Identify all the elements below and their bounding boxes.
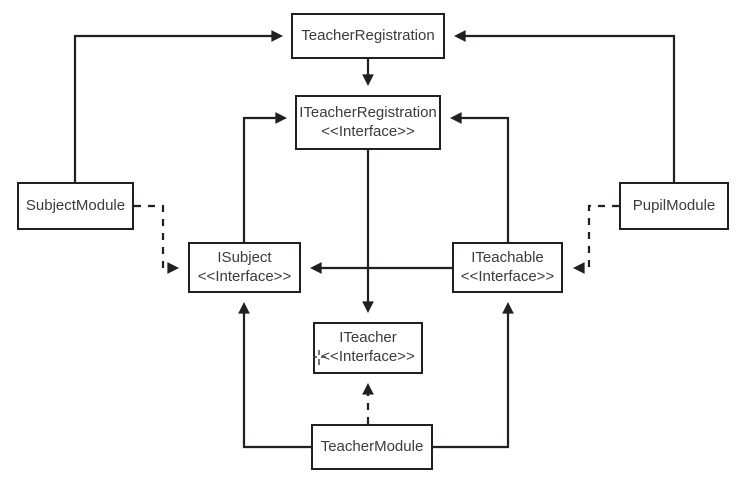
arrowhead-subject-module-to-isubject [167,262,179,274]
arrowhead-iteachable-to-iteacher-registration [450,112,462,124]
edge-path-pupil-module-to-teacher-registration [464,34,676,182]
node-stereotype-isubject: <<Interface>> [197,267,292,285]
node-subject-module[interactable]: SubjectModule [17,182,134,230]
node-label-iteachable: ITeachable [471,248,544,266]
arrowhead-teacher-module-to-iteachable [502,302,514,314]
edge-iteachable-to-isubject [310,262,452,274]
edge-teacher-module-to-isubject [238,302,311,449]
node-label-iteacher: ITeacher [339,329,397,347]
edge-pupil-module-to-teacher-registration [454,30,676,182]
edge-isubject-to-iteacher-registration [242,112,287,242]
node-stereotype-iteacher: <<Interface>> [321,348,415,365]
node-label-subject-module: SubjectModule [25,196,126,214]
node-label-teacher-module: TeacherModule [320,437,424,455]
node-isubject[interactable]: ISubject<<Interface>> [188,242,301,293]
arrowhead-teacher-registration-to-iteacher-registration [362,74,374,86]
arrowhead-iteacher-registration-to-iteacher [362,301,374,313]
edge-path-isubject-to-iteacher-registration [242,116,277,242]
node-label-teacher-registration: TeacherRegistration [301,26,435,44]
node-stereotype-iteacher-registration: <<Interface>> [321,122,415,140]
arrowhead-iteachable-to-isubject [310,262,322,274]
arrowhead-teacher-module-to-iteacher [362,383,374,395]
edge-teacher-registration-to-iteacher-registration [362,59,374,86]
edge-path-subject-module-to-teacher-registration [73,34,273,182]
arrowhead-isubject-to-iteacher-registration [275,112,287,124]
node-iteacher-registration[interactable]: ITeacherRegistration<<Interface>> [295,95,441,150]
edge-teacher-module-to-iteachable [433,302,514,449]
edge-iteachable-to-iteacher-registration [450,112,510,242]
node-iteachable[interactable]: ITeachable<<Interface>> [452,242,563,293]
node-pupil-module[interactable]: PupilModule [619,182,729,230]
node-teacher-module[interactable]: TeacherModule [311,424,433,470]
node-iteacher[interactable]: ITeacher<<Interface>> [313,322,423,374]
edge-path-pupil-module-to-iteachable [583,204,619,270]
edge-subject-module-to-isubject [134,204,179,274]
node-stereotype-iteachable: <<Interface>> [460,267,555,285]
node-label-isubject: ISubject [217,248,272,266]
edge-iteacher-registration-to-iteacher [362,150,374,313]
arrowhead-pupil-module-to-iteachable [573,262,585,274]
edge-path-subject-module-to-isubject [134,204,169,270]
arrowhead-pupil-module-to-teacher-registration [454,30,466,42]
arrowhead-teacher-module-to-isubject [238,302,250,314]
edge-path-iteachable-to-iteacher-registration [460,116,510,242]
node-label-pupil-module: PupilModule [632,196,716,214]
node-teacher-registration[interactable]: TeacherRegistration [291,13,445,59]
edge-path-teacher-module-to-isubject [242,312,311,449]
node-label-iteacher-registration: ITeacherRegistration [299,103,437,121]
arrowhead-subject-module-to-teacher-registration [271,30,283,42]
edge-path-teacher-module-to-iteachable [433,312,510,449]
edge-pupil-module-to-iteachable [573,204,619,274]
edge-subject-module-to-teacher-registration [73,30,283,182]
edge-teacher-module-to-iteacher [362,383,374,424]
